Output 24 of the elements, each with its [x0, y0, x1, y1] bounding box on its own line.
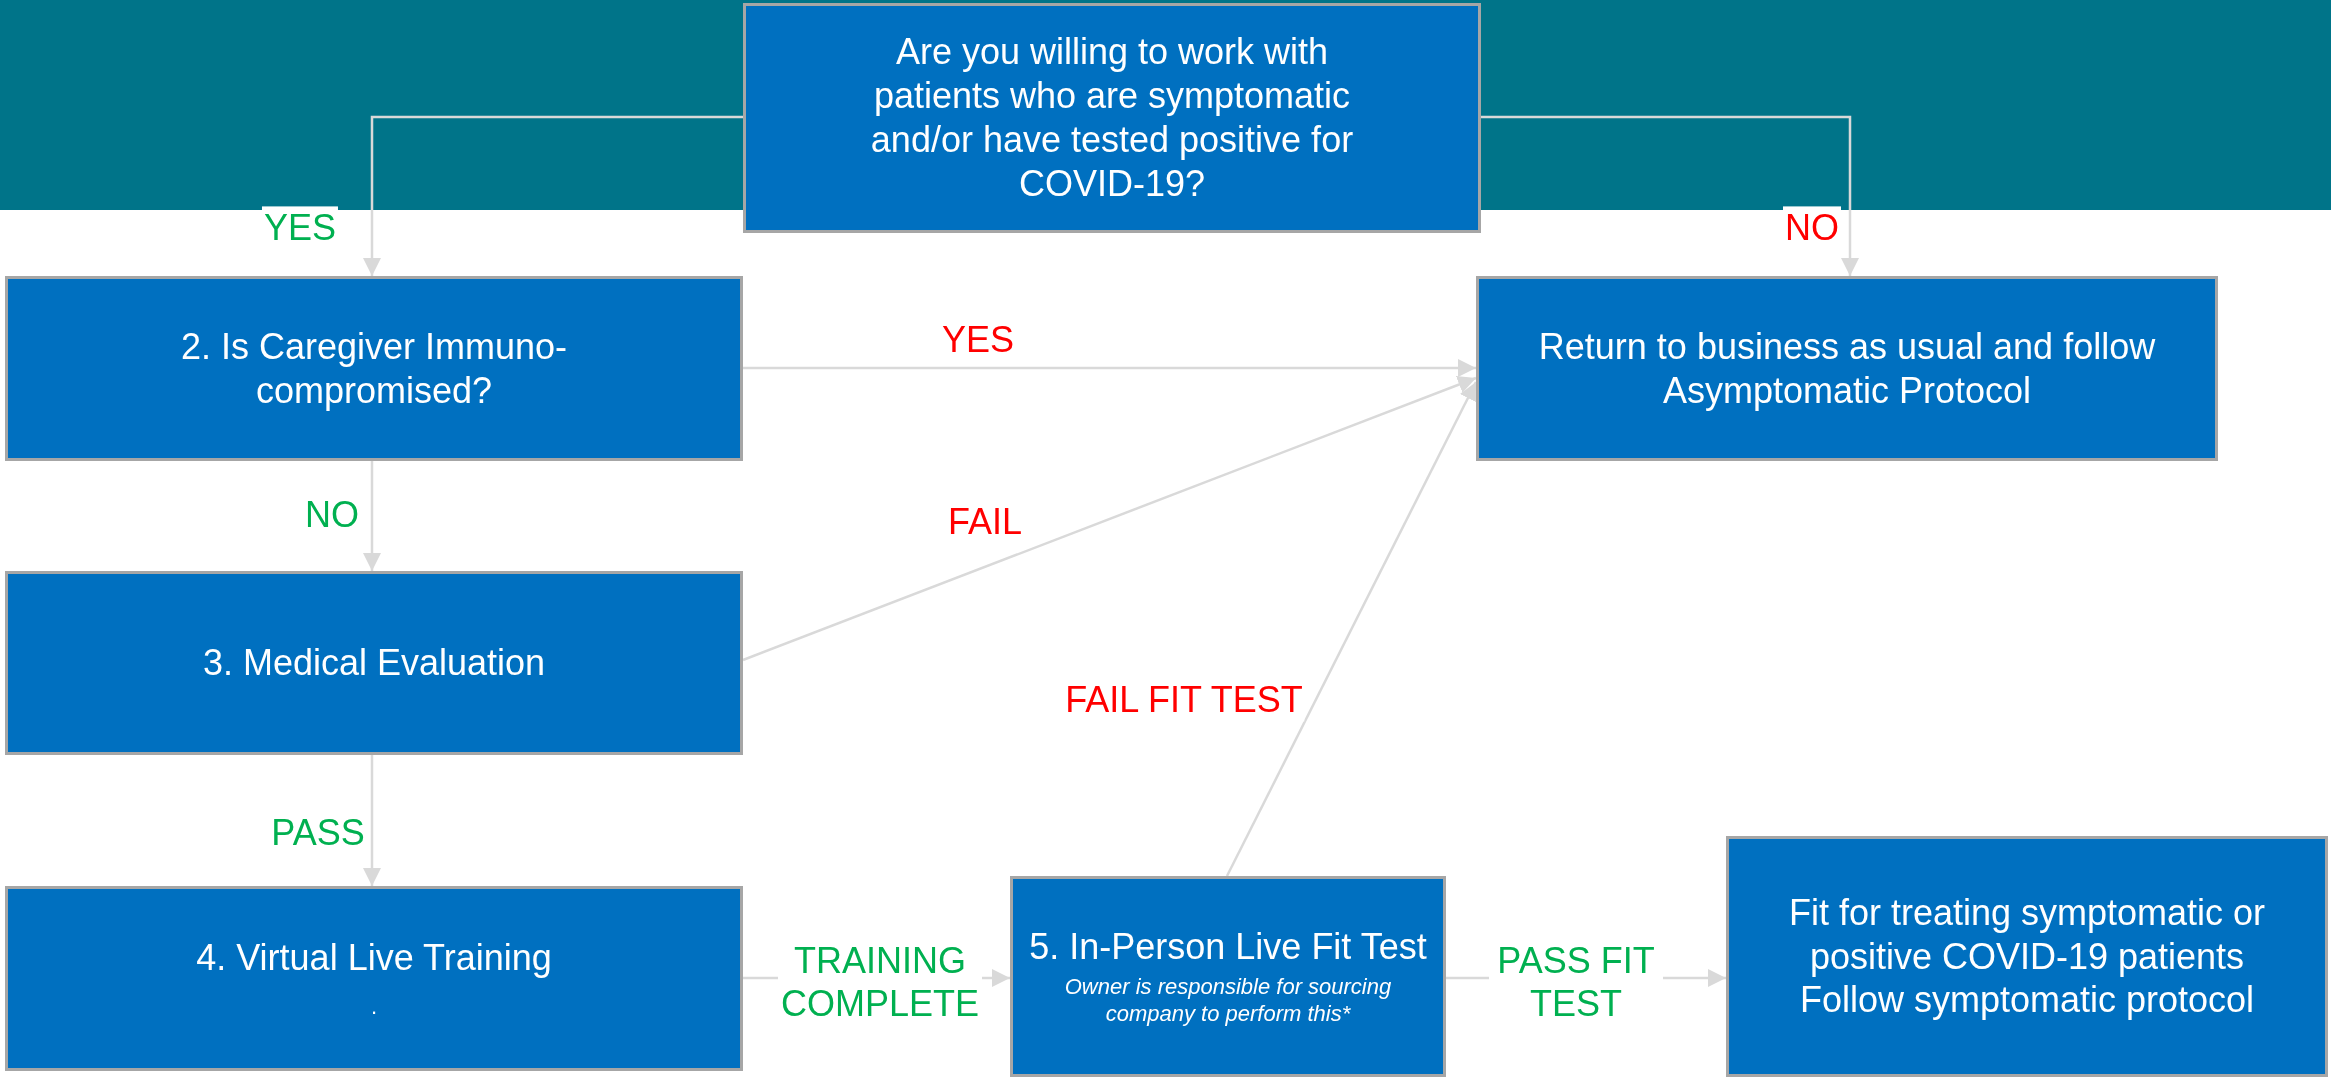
node-text: Return to business as usual and follow Asymptomatic Protocol	[1537, 324, 2157, 413]
node-text: 5. In-Person Live Fit Test	[1029, 925, 1427, 969]
arrow	[742, 376, 1477, 662]
node-text: Fit for treating symptomatic or positive COVID-19 patients	[1787, 890, 2267, 979]
arrow	[1225, 381, 1478, 877]
node-text: Are you willing to work with patients who are symptomatic and/or have tested positive for COVID-19?	[869, 30, 1355, 206]
arrow	[743, 359, 1476, 377]
arrow	[363, 461, 381, 571]
node-text: Follow symptomatic protocol	[1799, 978, 2255, 1023]
process-box	[1010, 876, 1446, 1077]
process-box	[1726, 836, 2328, 1077]
note-text: Owner is responsible for sourcing company to perform this*	[1063, 972, 1393, 1028]
node-text: .	[370, 994, 378, 1021]
arrow	[363, 115, 743, 276]
process-box	[5, 276, 743, 461]
process-box	[743, 3, 1481, 233]
node-text: 3. Medical Evaluation	[202, 641, 546, 685]
process-box	[5, 571, 743, 755]
arrow	[1481, 115, 1859, 276]
node-text: 4. Virtual Live Training	[196, 936, 552, 981]
process-box	[1476, 276, 2218, 461]
arrow	[363, 755, 381, 886]
node-text: 2. Is Caregiver Immuno-compromised?	[179, 324, 569, 413]
process-box	[5, 886, 743, 1071]
